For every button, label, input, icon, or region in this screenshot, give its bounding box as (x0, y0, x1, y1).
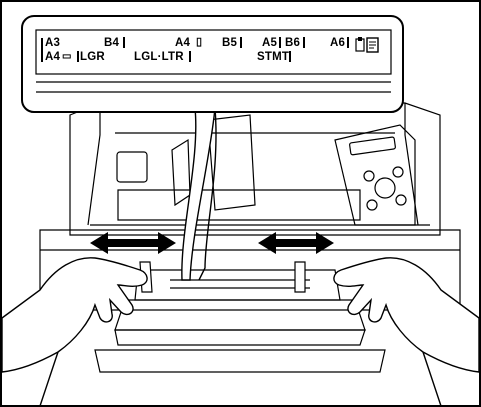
size-label-stmt: STMT (257, 51, 290, 63)
size-label-a4-portrait: A4 (175, 37, 191, 49)
lgr-marker (77, 51, 79, 62)
status-window (116, 151, 148, 183)
callout-leader (181, 107, 217, 281)
panel-button-icon (363, 170, 375, 182)
panel-button-icon (395, 194, 407, 206)
a5-marker (279, 37, 281, 48)
double-arrow-right (258, 232, 334, 254)
panel-button-icon (374, 177, 396, 199)
callout-box (21, 15, 404, 113)
b5-marker (240, 37, 242, 48)
size-label-b4: B4 (104, 37, 120, 49)
size-label-lgl-ltr: LGL·LTR (134, 51, 184, 63)
portrait-orientation-icon: ▯ (196, 36, 203, 48)
b4-marker (123, 37, 125, 48)
a6-marker (347, 37, 349, 48)
panel-button-icon (366, 199, 378, 211)
b6-marker (303, 37, 305, 48)
a3-marker (41, 38, 43, 62)
landscape-orientation-icon: ▭ (62, 51, 72, 62)
double-arrow-left (90, 232, 176, 254)
right-hand (333, 257, 480, 407)
size-label-strip (35, 29, 392, 75)
size-label-a6: A6 (330, 37, 346, 49)
panel-button-icon (392, 166, 404, 178)
size-label-b6: B6 (285, 37, 301, 49)
left-hand (1, 257, 148, 407)
paper-card-icon (355, 37, 379, 53)
lgl-ltr-marker (189, 51, 191, 62)
size-label-a3: A3 (45, 37, 61, 49)
size-label-b5: B5 (222, 37, 238, 49)
size-label-lgr: LGR (80, 51, 105, 63)
size-label-a4-landscape: A4 (45, 51, 61, 63)
size-label-a5: A5 (262, 37, 278, 49)
stmt-marker (289, 51, 291, 62)
mp-tray (94, 269, 386, 373)
